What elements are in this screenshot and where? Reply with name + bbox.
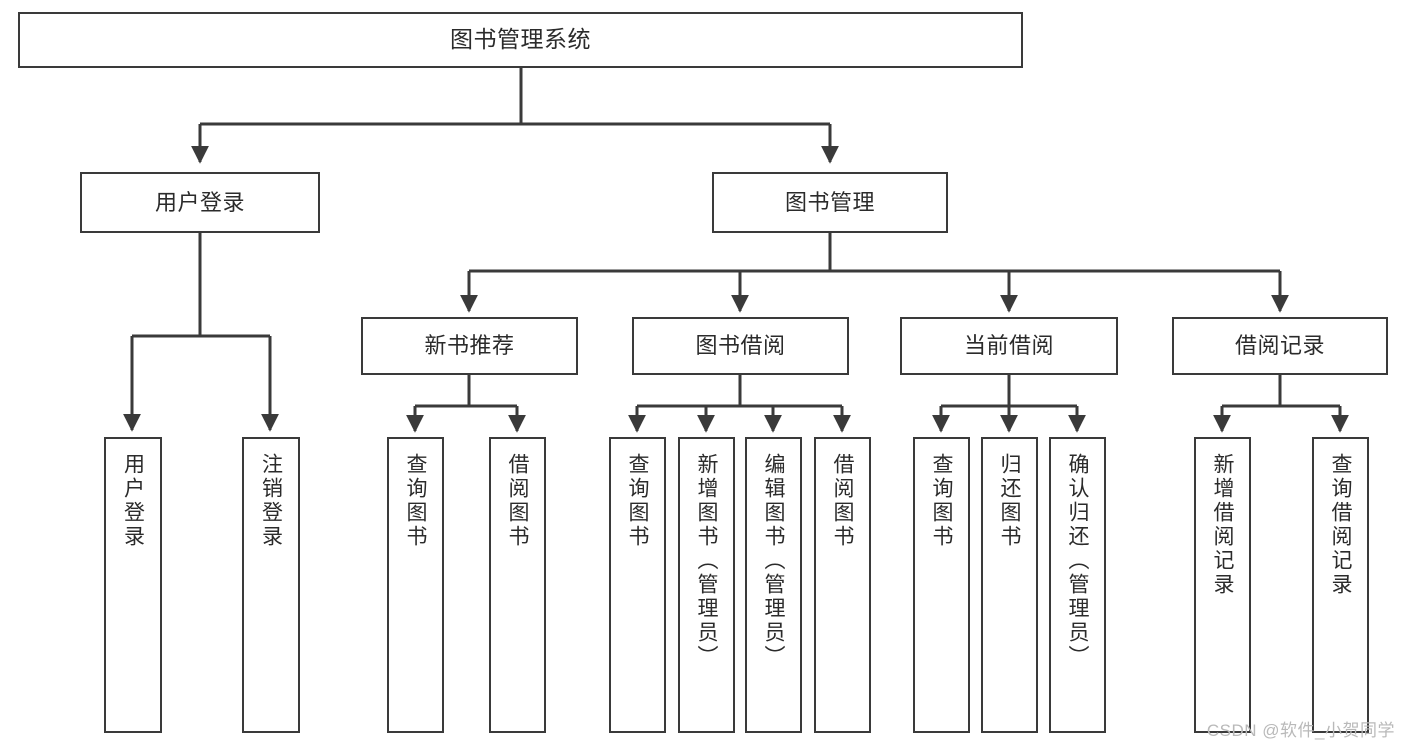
leaf-borrow-record-add-record[interactable]: 新增借阅记录 bbox=[1194, 437, 1251, 733]
leaf-borrow-record-query-record[interactable]: 查询借阅记录 bbox=[1312, 437, 1369, 733]
leaf-book-borrow-borrow-book[interactable]: 借阅图书 bbox=[814, 437, 871, 733]
node-label: 查询图书 bbox=[626, 453, 649, 549]
node-label: 编辑图书（管理员） bbox=[762, 453, 785, 669]
leaf-book-borrow-edit-book-admin[interactable]: 编辑图书（管理员） bbox=[745, 437, 802, 733]
node-label: 确认归还（管理员） bbox=[1066, 453, 1089, 669]
node-label: 借阅图书 bbox=[506, 453, 529, 549]
watermark-text: CSDN @软件_小贺同学 bbox=[1206, 721, 1395, 740]
node-new-book-recommend[interactable]: 新书推荐 bbox=[361, 317, 578, 375]
leaf-new-book-borrow-book[interactable]: 借阅图书 bbox=[489, 437, 546, 733]
node-label: 借阅图书 bbox=[831, 453, 854, 549]
node-borrow-record[interactable]: 借阅记录 bbox=[1172, 317, 1388, 375]
node-label: 图书借阅 bbox=[695, 333, 786, 359]
node-label: 图书管理系统 bbox=[450, 26, 591, 53]
node-label: 注销登录 bbox=[259, 453, 283, 549]
leaf-book-borrow-add-book-admin[interactable]: 新增图书（管理员） bbox=[678, 437, 735, 733]
leaf-new-book-query-book[interactable]: 查询图书 bbox=[387, 437, 444, 733]
node-current-borrow[interactable]: 当前借阅 bbox=[900, 317, 1118, 375]
node-label: 用户登录 bbox=[154, 189, 245, 215]
node-label: 用户登录 bbox=[121, 453, 145, 549]
node-book-management[interactable]: 图书管理 bbox=[712, 172, 948, 233]
node-label: 新增图书（管理员） bbox=[695, 453, 718, 669]
node-label: 新书推荐 bbox=[424, 333, 515, 359]
node-label: 图书管理 bbox=[784, 189, 875, 215]
node-label: 借阅记录 bbox=[1234, 333, 1325, 359]
leaf-user-login-logout[interactable]: 注销登录 bbox=[242, 437, 300, 733]
leaf-current-borrow-return-book[interactable]: 归还图书 bbox=[981, 437, 1038, 733]
leaf-current-borrow-confirm-return-admin[interactable]: 确认归还（管理员） bbox=[1049, 437, 1106, 733]
node-root-book-management-system[interactable]: 图书管理系统 bbox=[18, 12, 1023, 68]
node-user-login[interactable]: 用户登录 bbox=[80, 172, 320, 233]
leaf-user-login-signin[interactable]: 用户登录 bbox=[104, 437, 162, 733]
leaf-current-borrow-query-book[interactable]: 查询图书 bbox=[913, 437, 970, 733]
node-label: 新增借阅记录 bbox=[1211, 453, 1234, 597]
node-label: 当前借阅 bbox=[963, 333, 1054, 359]
node-label: 归还图书 bbox=[998, 453, 1021, 549]
node-book-borrow[interactable]: 图书借阅 bbox=[632, 317, 849, 375]
leaf-book-borrow-query-book[interactable]: 查询图书 bbox=[609, 437, 666, 733]
node-label: 查询图书 bbox=[930, 453, 953, 549]
node-label: 查询图书 bbox=[404, 453, 427, 549]
node-label: 查询借阅记录 bbox=[1329, 453, 1352, 597]
